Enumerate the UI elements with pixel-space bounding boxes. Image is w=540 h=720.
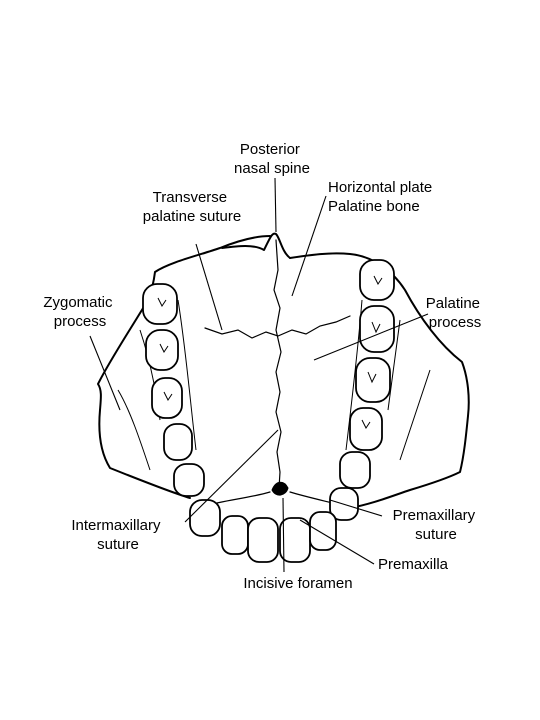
tooth (189, 499, 221, 537)
label-posterior-nasal-spine: Posterior nasal spine (234, 141, 310, 177)
label-transverse-palatine-suture: Transverse palatine suture (143, 189, 241, 225)
leader-premaxilla (299, 519, 375, 565)
posterior-border (221, 232, 291, 259)
label-premaxillary-suture: Premaxillary suture (393, 507, 480, 543)
label-line: Transverse (153, 189, 227, 206)
label-line: Premaxilla (378, 556, 449, 573)
label-line: process (429, 314, 482, 331)
label-line: Palatine (426, 295, 480, 312)
leader-premaxillary-suture (329, 499, 383, 517)
label-zygomatic-process: Zygomatic process (43, 294, 116, 330)
label-line: nasal spine (234, 160, 310, 177)
label-incisive-foramen: Incisive foramen (243, 575, 352, 592)
label-line: suture (97, 536, 139, 553)
label-line: palatine suture (143, 208, 241, 225)
label-premaxilla: Premaxilla (378, 556, 449, 573)
label-line: Incisive foramen (243, 575, 352, 592)
tooth (339, 451, 371, 489)
tooth (309, 511, 337, 551)
palate-texture-right (387, 319, 431, 461)
tooth (145, 329, 179, 371)
tooth (142, 283, 178, 325)
right-teeth (329, 259, 395, 521)
palate-drawing (97, 232, 470, 563)
tooth (279, 517, 311, 563)
label-line: Horizontal plate (328, 179, 432, 196)
transverse-suture (204, 315, 351, 339)
label-line: Premaxillary (393, 507, 476, 524)
tooth (163, 423, 193, 461)
leader-transverse-suture (195, 243, 223, 331)
label-line: Zygomatic (43, 294, 113, 311)
leader-incisive-foramen (282, 497, 285, 573)
tooth (247, 517, 279, 563)
tooth (221, 515, 249, 555)
tooth-marks (157, 275, 383, 429)
tooth (349, 407, 383, 451)
leader-intermaxillary-suture (184, 429, 279, 523)
median-suture (273, 239, 282, 489)
labels: Posterior nasal spine Horizontal plate P… (43, 141, 484, 592)
leader-palatine-process (313, 313, 429, 361)
leader-horizontal-plate (291, 195, 327, 297)
label-line: Palatine bone (328, 198, 420, 215)
incisive-foramen-shape (271, 481, 289, 496)
tooth (359, 259, 395, 301)
label-intermaxillary-suture: Intermaxillary suture (71, 517, 164, 553)
label-line: Intermaxillary (71, 517, 161, 534)
maxilla-outline (97, 235, 470, 509)
palate-vault-line-left (177, 299, 197, 451)
label-line: suture (415, 526, 457, 543)
leader-lines (89, 177, 429, 573)
leader-zygomatic-process (89, 335, 121, 411)
leader-posterior-nasal-spine (274, 177, 277, 233)
tooth (173, 463, 205, 497)
incisor-teeth (221, 511, 337, 563)
label-line: Posterior (240, 141, 300, 158)
label-line: process (54, 313, 107, 330)
label-horizontal-plate: Horizontal plate Palatine bone (328, 179, 436, 215)
label-palatine-process: Palatine process (426, 295, 484, 331)
